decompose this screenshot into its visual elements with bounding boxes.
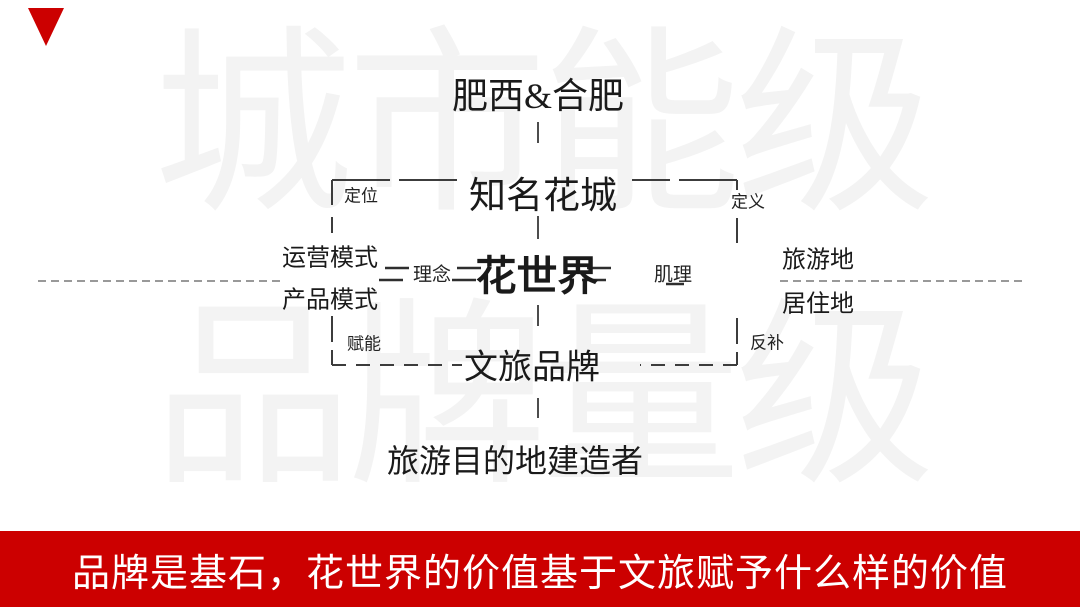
node-tourism-place: 旅游地 — [782, 247, 854, 274]
edge-label-feedback: 反补 — [750, 333, 784, 353]
watermark-city-level: 城市能级 — [153, 17, 935, 238]
node-culture-tourism-brand: 文旅品牌 — [464, 349, 600, 387]
node-product-model: 产品模式 — [282, 287, 378, 314]
node-famous-flower-city: 知名花城 — [469, 176, 617, 217]
edge-label-definition: 定义 — [731, 192, 765, 212]
bottom-banner: 品牌是基石，花世界的价值基于文旅赋予什么样的价值 — [0, 531, 1080, 607]
node-destination-builder: 旅游目的地建造者 — [386, 443, 644, 479]
watermark-brand-level: 品牌量级 — [153, 289, 935, 510]
node-flower-world: 花世界 — [475, 253, 599, 299]
node-residence-place: 居住地 — [782, 291, 854, 318]
edge-label-texture: 肌理 — [653, 264, 693, 286]
bottom-banner-text: 品牌是基石，花世界的价值基于文旅赋予什么样的价值 — [71, 552, 1008, 595]
edge-label-concept: 理念 — [412, 264, 452, 286]
node-feixi-hefei: 肥西&合肥 — [451, 76, 625, 116]
node-operation-model: 运营模式 — [282, 245, 378, 272]
edge-label-position: 定位 — [344, 186, 378, 206]
edge-label-empower: 赋能 — [347, 334, 381, 354]
